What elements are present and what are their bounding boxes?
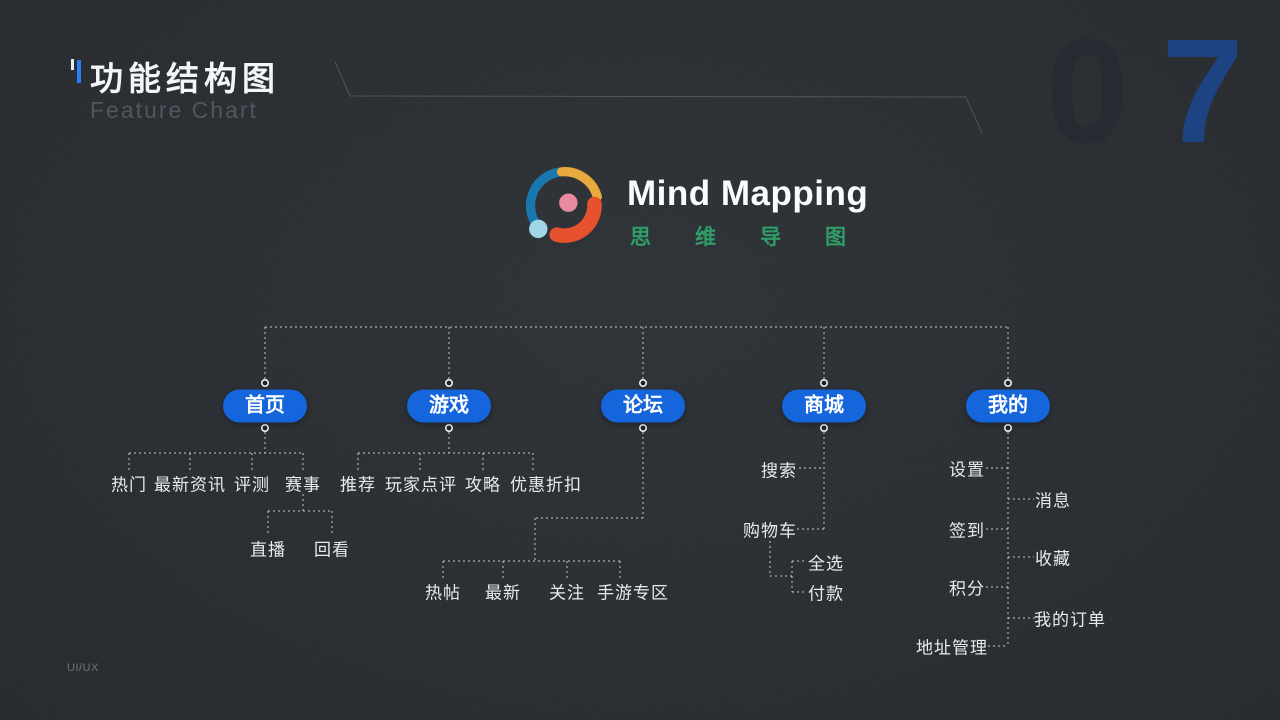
page-number-zero: 0 xyxy=(1046,9,1128,174)
mindmap-leaf-latest-news: 最新资讯 xyxy=(154,475,226,495)
mindmap-leaf-favorites: 收藏 xyxy=(1035,549,1071,569)
mindmap-leaf-esports: 赛事 xyxy=(285,475,321,495)
mindmap-leaf-messages: 消息 xyxy=(1035,491,1071,511)
mindmap-leaf-mobile-zone: 手游专区 xyxy=(597,583,669,603)
mindmap-node-forum: 论坛 xyxy=(601,389,685,423)
page-title: 功能结构图 xyxy=(90,60,280,97)
logo-subtitle: 思维导图 xyxy=(630,226,890,249)
mindmap-node-mall: 商城 xyxy=(782,389,866,423)
title-accent-tick xyxy=(77,60,81,83)
mindmap-leaf-player-reviews: 玩家点评 xyxy=(385,475,457,495)
mindmap-leaf-guides: 攻略 xyxy=(465,475,501,495)
mindmap-leaf-recommend: 推荐 xyxy=(340,475,376,495)
mindmap-leaf-following: 关注 xyxy=(549,583,585,603)
mindmap-leaf-points: 积分 xyxy=(949,579,985,599)
mindmap-leaf-discounts: 优惠折扣 xyxy=(510,475,582,495)
page-number: 0 7 xyxy=(1046,18,1244,166)
mindmap-leaf-search: 搜索 xyxy=(761,461,797,481)
mindmap-node-game: 游戏 xyxy=(407,389,491,423)
mindmap-node-home: 首页 xyxy=(223,389,307,423)
mindmap-leaf-reviews: 评测 xyxy=(234,475,270,495)
mindmap-leaf-newest: 最新 xyxy=(485,583,521,603)
mindmap-leaf-select-all: 全选 xyxy=(808,554,844,574)
mindmap-leaf-address-management: 地址管理 xyxy=(916,638,988,658)
mindmap-leaf-replay: 回看 xyxy=(314,540,350,560)
mindmap-leaf-pay: 付款 xyxy=(808,584,844,604)
mindmap-leaf-live: 直播 xyxy=(250,540,286,560)
mindmap-leaf-cart: 购物车 xyxy=(743,521,797,541)
footer-uiux-label: UI/UX xyxy=(67,662,99,674)
title-tick-small xyxy=(71,59,74,70)
mindmap-leaf-settings: 设置 xyxy=(949,460,985,480)
logo-title: Mind Mapping xyxy=(627,174,869,213)
mind-mapping-logo-icon xyxy=(525,167,602,243)
mindmap-leaf-hot-posts: 热帖 xyxy=(425,583,461,603)
mindmap-node-mine: 我的 xyxy=(966,389,1050,423)
page-subtitle: Feature Chart xyxy=(90,97,258,123)
mindmap-leaf-my-orders: 我的订单 xyxy=(1034,610,1106,630)
mindmap-leaf-checkin: 签到 xyxy=(949,521,985,541)
page-number-seven: 7 xyxy=(1161,9,1243,174)
mindmap-leaf-hot: 热门 xyxy=(111,475,147,495)
header-decorative-line xyxy=(334,61,983,134)
